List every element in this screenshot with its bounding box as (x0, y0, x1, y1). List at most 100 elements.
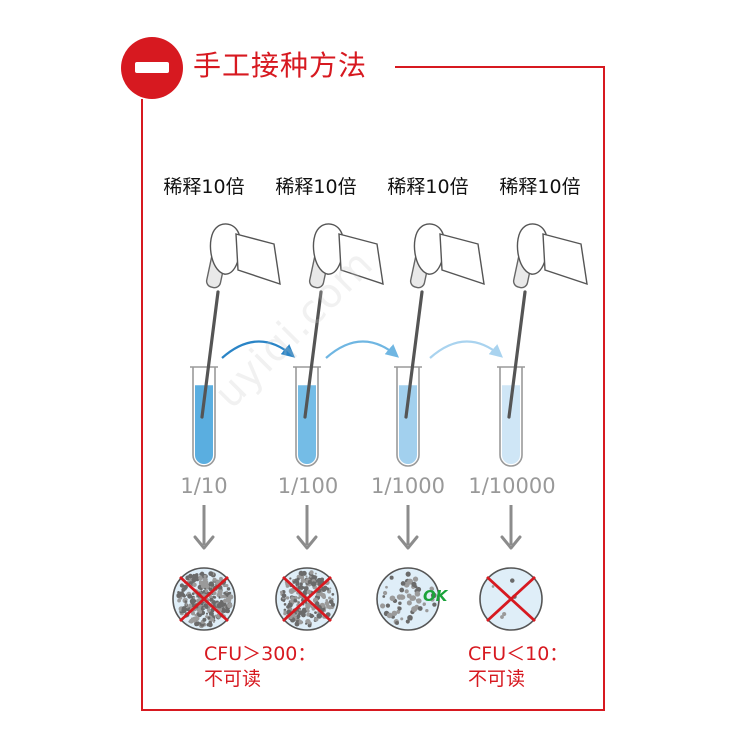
colony-dot (181, 606, 187, 611)
colony-dot (321, 595, 327, 600)
colony-dot (386, 614, 391, 618)
colony-dot (309, 613, 314, 619)
colony-dot (192, 573, 196, 577)
colony-dot (290, 596, 295, 601)
colony-dot (198, 607, 201, 611)
colony-dot (309, 575, 312, 578)
colony-dot (208, 581, 215, 587)
colony-dot (391, 610, 398, 617)
colony-dot (208, 571, 214, 577)
colony-dot (192, 582, 197, 588)
colony-dot (296, 622, 300, 626)
colony-dot (316, 577, 323, 584)
colony-dot (225, 597, 232, 603)
colony-dot (422, 603, 426, 606)
colony-dot (396, 610, 400, 614)
colony-dot (328, 599, 334, 604)
step-label-2: 稀释10倍 (275, 176, 357, 198)
colony-dot (192, 598, 197, 604)
colony-dot (213, 595, 217, 599)
colony-dot (190, 611, 196, 616)
colony-dot (302, 586, 306, 589)
colony-dot (212, 577, 217, 582)
colony-dot (202, 590, 206, 593)
colony-dot (288, 588, 295, 594)
down-arrow-head-3 (397, 535, 419, 550)
colony-dot (192, 616, 197, 621)
colony-dot (204, 589, 209, 593)
colony-dot (412, 576, 419, 582)
colony-dot (194, 613, 198, 617)
pipette-tip-1 (200, 290, 220, 419)
colony-dot (411, 606, 418, 613)
colony-dot (208, 587, 213, 591)
colony-dot (430, 592, 437, 599)
colony-dot (400, 581, 406, 586)
colony-dot (185, 603, 188, 606)
cross-mark-b-1 (179, 575, 229, 623)
colony-dot (308, 603, 312, 608)
colony-dot (314, 572, 317, 575)
colony-dot (298, 620, 303, 625)
colony-dot (186, 606, 189, 609)
colony-dot (405, 619, 410, 624)
transfer-arrow-3 (429, 340, 504, 359)
colony-dot (296, 577, 300, 581)
test-tube-2 (295, 367, 319, 467)
colony-dot (299, 582, 303, 586)
colony-dot (227, 602, 233, 609)
colony-dot (510, 578, 515, 583)
sleeve-4 (542, 233, 588, 286)
colony-dot (207, 616, 211, 620)
colony-dot (179, 583, 185, 588)
colony-dot (491, 585, 495, 588)
colony-dot (202, 617, 207, 622)
colony-dot (308, 622, 311, 625)
colony-dot (184, 600, 188, 603)
colony-dot (298, 608, 302, 612)
test-tube-3 (396, 367, 420, 467)
colony-dot (306, 609, 310, 613)
note-too-many-line2: 不可读 (204, 668, 262, 690)
colony-dot (204, 587, 207, 590)
colony-dot (324, 600, 330, 606)
note-too-few-line2: 不可读 (468, 668, 526, 690)
colony-dot (305, 622, 308, 625)
frame-bottom-line (141, 709, 605, 711)
colony-dot (297, 585, 302, 590)
colony-dot (195, 616, 200, 621)
colony-dot (396, 594, 403, 600)
colony-dot (209, 597, 214, 602)
colony-dot (500, 615, 504, 619)
colony-dot (283, 603, 287, 606)
colony-dot (294, 595, 298, 600)
colony-dot (202, 577, 208, 583)
pipette-hand-1 (200, 223, 281, 419)
colony-dot (305, 575, 308, 578)
colony-dot (406, 600, 412, 606)
colony-dot (389, 595, 396, 602)
test-tube-1 (192, 367, 216, 467)
colony-dot (297, 596, 301, 600)
colony-dot (385, 585, 388, 589)
colony-dot (300, 609, 306, 615)
colony-dot (285, 596, 290, 600)
colony-dot (417, 606, 423, 611)
sleeve-3 (439, 233, 485, 286)
colony-dot (328, 596, 332, 600)
colony-dot (220, 599, 223, 603)
colony-dot (203, 574, 207, 578)
colony-dot (296, 614, 300, 618)
colony-dot (382, 590, 388, 596)
colony-dot (292, 580, 296, 584)
colony-dot (502, 611, 507, 617)
colony-dot (198, 610, 203, 614)
colony-dot (225, 608, 231, 614)
ratio-label-1: 1/10 (180, 474, 228, 498)
note-too-many-line1: CFU＞300： (204, 643, 317, 665)
colony-dot (309, 570, 314, 575)
colony-dot (407, 614, 413, 621)
colony-dot (219, 576, 223, 581)
colony-dot (281, 593, 287, 598)
